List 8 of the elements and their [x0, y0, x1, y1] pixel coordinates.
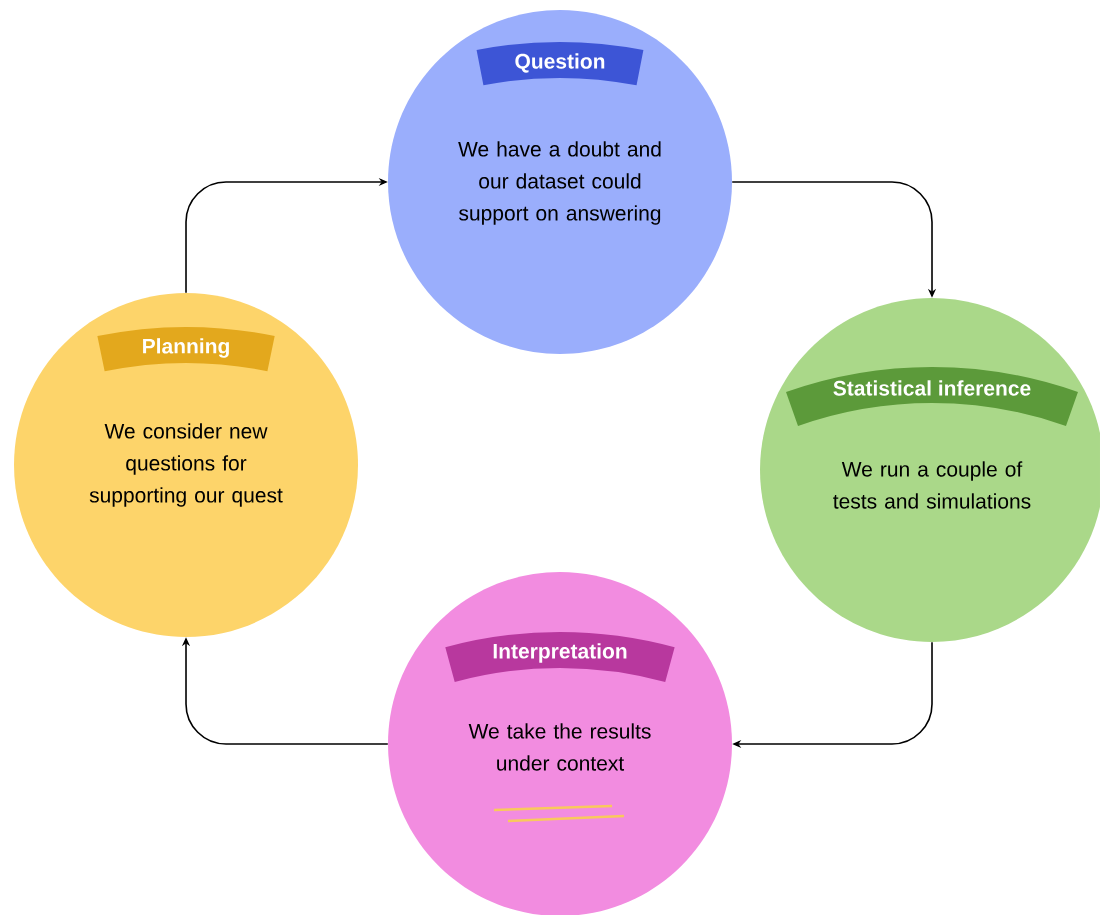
- heading-badge: Interpretation: [445, 632, 675, 683]
- heading-badge: Planning: [97, 327, 275, 372]
- body-text: We consider new questions for supporting our quest: [89, 423, 283, 507]
- body-text: We take the results under context: [468, 723, 651, 771]
- body-text: We have a doubt and our dataset could support on answering: [458, 141, 661, 225]
- body-text: We run a couple of tests and simulations: [833, 461, 1031, 509]
- heading-badge: Question: [476, 42, 644, 86]
- heading-badge: Statistical inference: [786, 367, 1078, 427]
